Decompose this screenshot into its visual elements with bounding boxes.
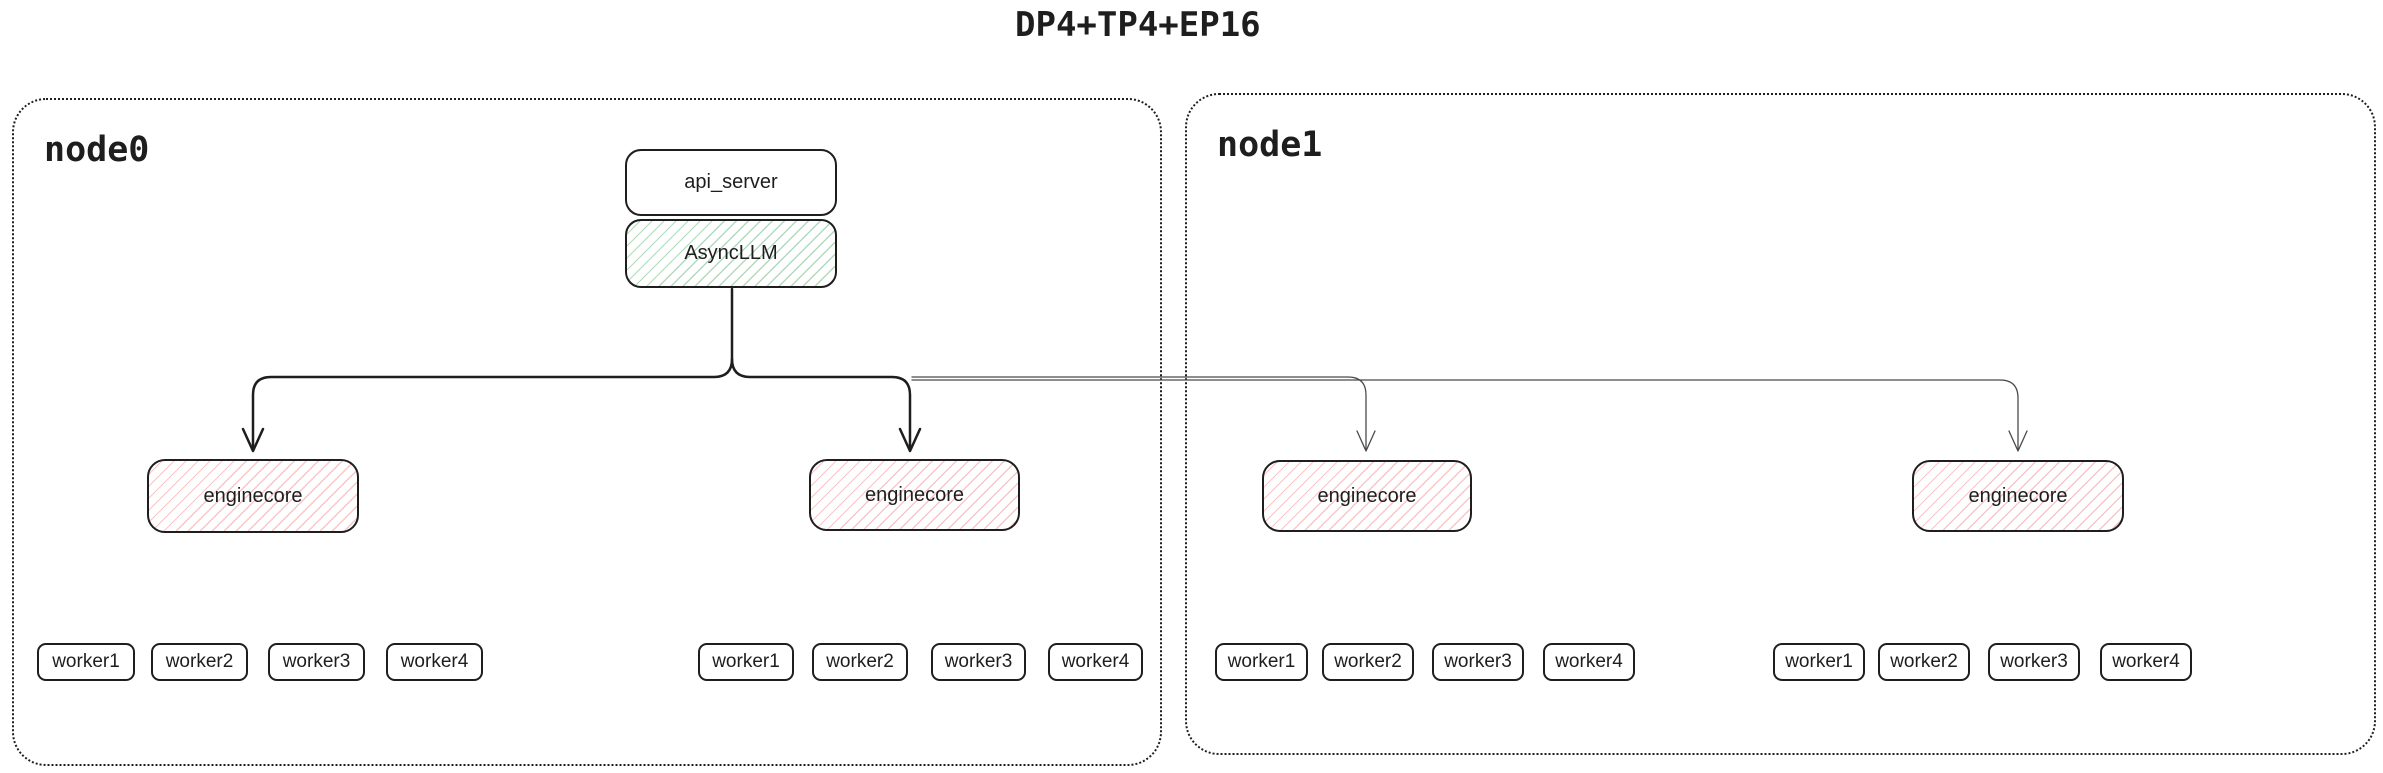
- worker-box: worker2: [812, 643, 908, 681]
- asyncllm-box: AsyncLLM: [625, 219, 837, 288]
- node1-label: node1: [1217, 125, 1323, 165]
- worker-box: worker1: [1215, 643, 1308, 681]
- worker-box: worker2: [1322, 643, 1414, 681]
- worker-box: worker3: [931, 643, 1026, 681]
- enginecore3-box: enginecore: [1262, 460, 1472, 532]
- worker-box: worker3: [268, 643, 365, 681]
- worker-box: worker3: [1432, 643, 1524, 681]
- node0-label: node0: [44, 130, 150, 170]
- worker-box: worker4: [2100, 643, 2192, 681]
- api-server-box: api_server: [625, 149, 837, 216]
- worker-box: worker1: [698, 643, 794, 681]
- diagram-title: DP4+TP4+EP16: [1015, 5, 1261, 45]
- worker-box: worker3: [1988, 643, 2080, 681]
- worker-box: worker4: [1048, 643, 1143, 681]
- worker-box: worker2: [151, 643, 248, 681]
- worker-box: worker4: [386, 643, 483, 681]
- worker-box: worker4: [1543, 643, 1635, 681]
- worker-box: worker2: [1878, 643, 1970, 681]
- enginecore2-box: enginecore: [809, 459, 1020, 531]
- enginecore4-box: enginecore: [1912, 460, 2124, 532]
- enginecore1-box: enginecore: [147, 459, 359, 533]
- worker-box: worker1: [37, 643, 135, 681]
- worker-box: worker1: [1773, 643, 1865, 681]
